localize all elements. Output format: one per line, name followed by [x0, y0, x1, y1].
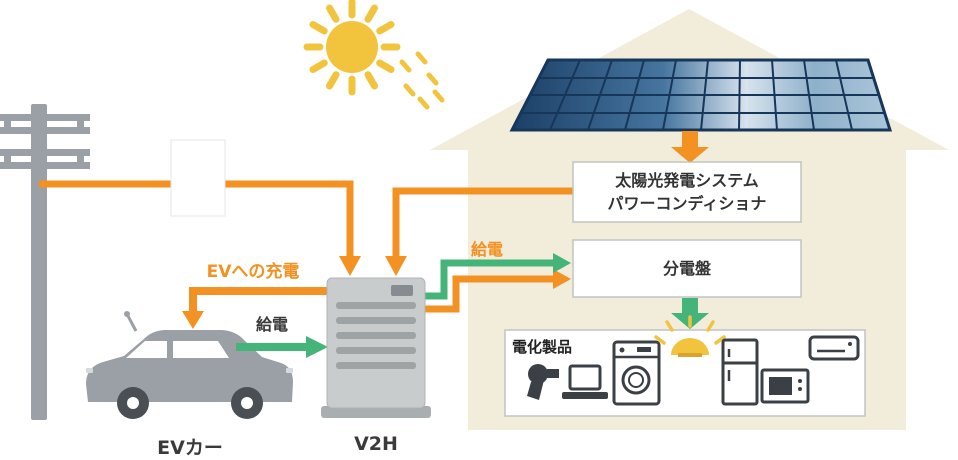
appliances-label: 電化製品: [512, 338, 573, 356]
power-conditioner-label: 太陽光発電システム パワーコンディショナ: [573, 162, 801, 222]
power-conditioner-line1: 太陽光発電システム: [615, 170, 759, 190]
ev-to-v2h-arrow: [236, 336, 328, 358]
sunbeam-particles-icon: [399, 51, 445, 110]
power-conditioner-line2: パワーコンディショナ: [607, 194, 767, 213]
v2h-unit-icon: [321, 277, 431, 418]
refrigerator-icon: [721, 338, 759, 406]
hair-dryer-icon: [527, 364, 559, 400]
sun-icon: [303, 0, 401, 96]
v2h-to-ev-arrow: [182, 287, 327, 329]
grid-to-v2h-arrow: [39, 180, 361, 276]
feed-from-car-label: 給電: [255, 315, 288, 334]
feed-to-board-label: 給電: [470, 240, 503, 259]
microwave-icon: [760, 368, 810, 404]
solar-to-conditioner-arrow: [671, 131, 709, 163]
washing-machine-icon: [612, 340, 661, 406]
ev-car-caption: EVカー: [157, 437, 223, 459]
utility-pole-icon: [0, 104, 90, 420]
solar-panel-icon: [509, 58, 893, 132]
power-conditioner-box: [572, 161, 802, 223]
conditioner-to-v2h-arrow: [385, 187, 573, 276]
air-conditioner-icon: [808, 335, 860, 361]
distribution-board-label: 分電盤: [662, 258, 711, 278]
laptop-icon: [562, 364, 608, 399]
distribution-board-box: [572, 239, 802, 298]
v2h-to-board-arrow: [424, 253, 571, 313]
ev-charging-label: EVへの充電: [206, 262, 300, 282]
v2h-caption: V2H: [354, 433, 398, 455]
ceiling-light-icon: [654, 315, 726, 357]
pole-transformer-box: [170, 139, 226, 217]
